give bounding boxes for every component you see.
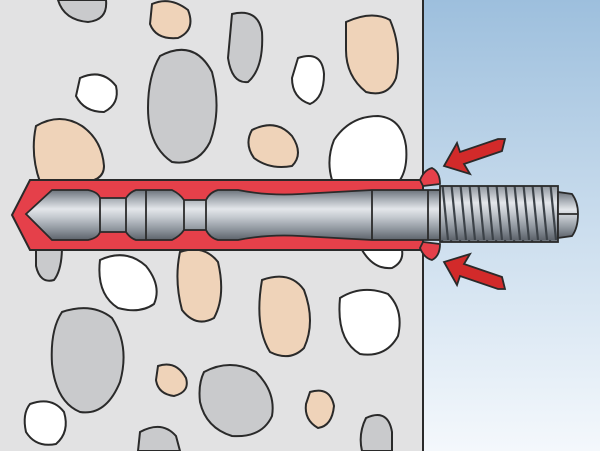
mortar-collar-top bbox=[419, 167, 441, 187]
stone-white bbox=[290, 55, 326, 106]
aggregate-stones bbox=[23, 0, 408, 451]
press-arrows bbox=[442, 138, 507, 290]
stone-beige bbox=[176, 248, 223, 323]
stone-grey bbox=[359, 414, 393, 451]
arrow-lower bbox=[442, 252, 507, 290]
rod-thread bbox=[439, 185, 559, 243]
threaded-anchor-rod bbox=[24, 185, 579, 243]
arrow-upper bbox=[442, 138, 507, 176]
stone-grey bbox=[198, 364, 274, 438]
stone-white bbox=[74, 73, 118, 114]
stone-white bbox=[98, 254, 158, 312]
stone-beige bbox=[258, 275, 311, 358]
stone-grey bbox=[146, 48, 218, 164]
mortar-collar-bottom bbox=[419, 241, 441, 261]
stone-beige bbox=[148, 0, 192, 40]
stone-beige bbox=[32, 118, 106, 183]
stone-grey bbox=[56, 0, 108, 24]
stone-beige bbox=[154, 363, 188, 398]
stone-grey bbox=[136, 425, 182, 451]
rod-end bbox=[557, 190, 579, 240]
rod-body bbox=[24, 189, 441, 241]
stone-grey bbox=[226, 11, 264, 84]
stone-white bbox=[360, 249, 404, 270]
stone-beige bbox=[304, 389, 336, 430]
stone-grey bbox=[50, 307, 125, 414]
stone-beige bbox=[345, 14, 399, 95]
stone-white bbox=[328, 114, 408, 181]
stone-beige bbox=[247, 124, 299, 168]
stone-white bbox=[338, 288, 401, 356]
stone-grey bbox=[35, 245, 64, 282]
stone-white bbox=[23, 400, 67, 446]
